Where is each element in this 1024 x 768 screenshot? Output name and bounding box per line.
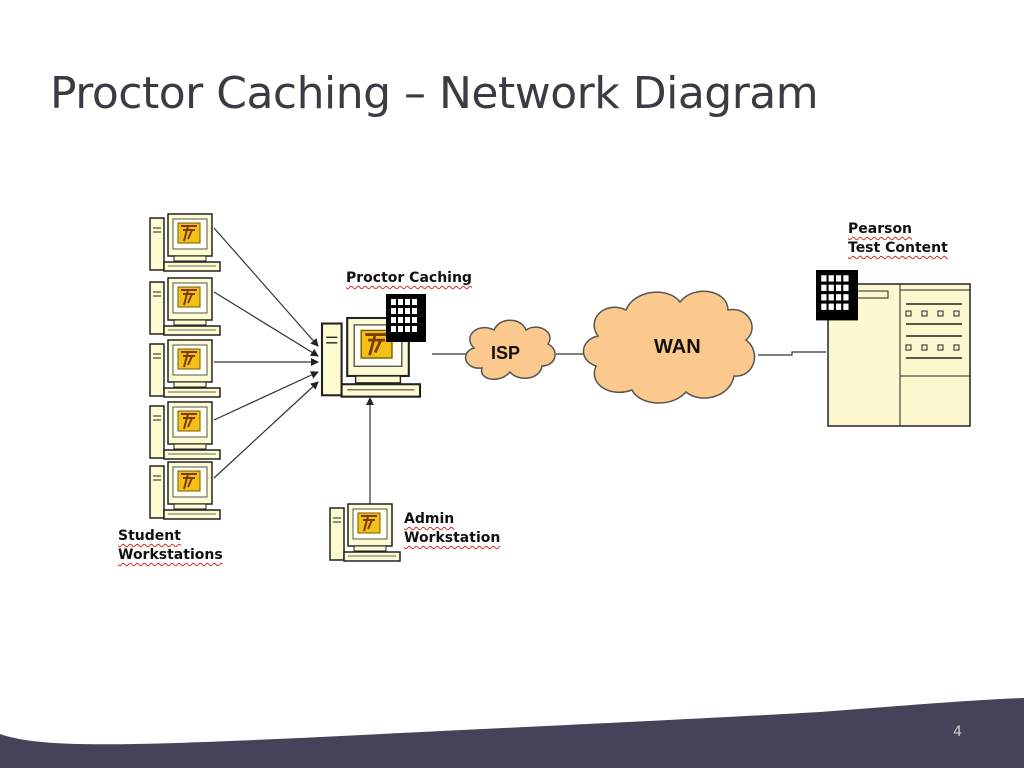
student-arrows [213, 227, 319, 479]
firewall-icon [386, 294, 426, 342]
network-links [432, 351, 826, 356]
computer-icon [329, 503, 401, 562]
proctor-caching-node [320, 294, 426, 399]
computer-icon [149, 401, 221, 460]
arrow-student-2 [213, 291, 319, 357]
arrow-student-4 [213, 371, 319, 421]
slide-title: Proctor Caching – Network Diagram [50, 68, 819, 119]
computer-icon [149, 213, 221, 272]
wan-label: WAN [654, 336, 701, 358]
footer-band [0, 698, 1024, 768]
computer-icon [149, 461, 221, 520]
slide-number: 4 [953, 724, 962, 740]
arrow-student-1 [213, 227, 319, 347]
arrow-student-5 [213, 381, 319, 479]
isp-cloud-icon [464, 319, 556, 380]
proctor-caching-label: Proctor Caching [346, 270, 472, 286]
pearson-building [816, 270, 971, 427]
isp-label: ISP [491, 343, 521, 363]
admin-workstation-label: Admin Workstation [404, 511, 501, 546]
wan-cloud-icon [582, 290, 756, 404]
computer-icon [149, 339, 221, 398]
firewall-icon [816, 270, 858, 321]
student-workstations [149, 213, 221, 520]
pearson-label: Pearson Test Content [848, 221, 948, 256]
student-workstations-label: Student Workstations [118, 528, 223, 563]
link-wan-pearson [758, 351, 826, 356]
computer-icon [149, 277, 221, 336]
